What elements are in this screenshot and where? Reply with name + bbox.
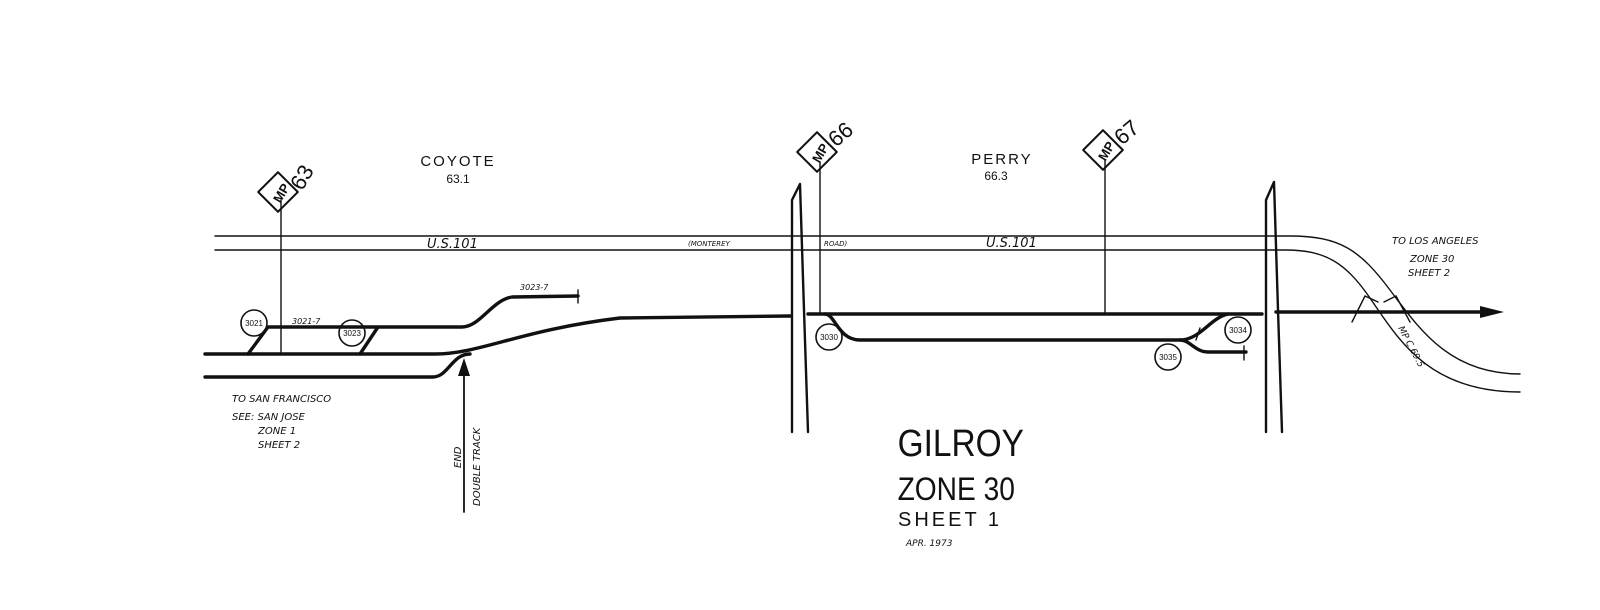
switch-number: 3034 (1229, 326, 1247, 335)
station-coyote-milepost: 63.1 (446, 172, 470, 186)
svg-text:ZONE 30: ZONE 30 (1409, 254, 1454, 265)
switch-3023: 3023 (338, 319, 366, 347)
west-note: TO SAN FRANCISCO SEE: SAN JOSE ZONE 1 SH… (232, 394, 331, 451)
crossing-mark: MP C 69.5 (1351, 295, 1426, 370)
svg-text:TO SAN FRANCISCO: TO SAN FRANCISCO (232, 394, 331, 405)
end-double-track-marker: END DOUBLE TRACK (453, 358, 483, 513)
switch-3021: 3021 (240, 309, 268, 337)
highway-label-mid-2: ROAD) (824, 240, 848, 248)
svg-text:TO LOS ANGELES: TO LOS ANGELES (1392, 236, 1479, 247)
title-gilroy: GILROY (898, 422, 1024, 464)
milepost-66: MP 66 (796, 117, 858, 315)
milepost-67: MP 67 (1082, 115, 1144, 315)
switch-3034: 3034 (1224, 316, 1252, 344)
station-perry-name: PERRY (971, 151, 1032, 168)
switch-number: 3035 (1159, 353, 1177, 362)
junction-markers (790, 180, 1284, 434)
main-track (203, 294, 1494, 379)
track-label-3023-7: 3023-7 (520, 283, 549, 292)
title-zone: ZONE 30 (898, 472, 1015, 507)
title-sheet: SHEET 1 (898, 509, 1002, 531)
east-note: TO LOS ANGELES ZONE 30 SHEET 2 (1392, 236, 1479, 279)
svg-text:SHEET 2: SHEET 2 (258, 440, 300, 451)
arrow-up-icon (458, 358, 470, 376)
highway-label-right: U.S.101 (986, 236, 1037, 251)
switch-3035: 3035 (1154, 343, 1182, 371)
svg-text:ZONE 1: ZONE 1 (257, 426, 296, 437)
highway-us101 (214, 235, 1521, 393)
title-block: GILROY ZONE 30 SHEET 1 APR. 1973 (898, 422, 1024, 549)
switch-3030: 3030 (815, 323, 843, 351)
highway-label-mid-1: (MONTEREY (688, 240, 731, 248)
end-label: END (453, 446, 464, 468)
svg-text:SEE: SAN JOSE: SEE: SAN JOSE (232, 412, 306, 423)
track-label-3021-7: 3021-7 (292, 317, 321, 326)
station-coyote-name: COYOTE (420, 153, 495, 170)
switch-tick (1195, 327, 1201, 341)
svg-text:SHEET 2: SHEET 2 (1408, 268, 1450, 279)
switch-number: 3021 (245, 319, 263, 328)
switch-number: 3030 (820, 333, 838, 342)
double-track-label: DOUBLE TRACK (472, 426, 483, 506)
highway-label-left: U.S.101 (427, 237, 478, 252)
station-perry-milepost: 66.3 (984, 169, 1008, 183)
title-date: APR. 1973 (905, 539, 953, 549)
switch-number: 3023 (343, 329, 361, 338)
crossing-label: MP C 69.5 (1395, 325, 1425, 370)
arrow-east-icon (1480, 306, 1504, 318)
